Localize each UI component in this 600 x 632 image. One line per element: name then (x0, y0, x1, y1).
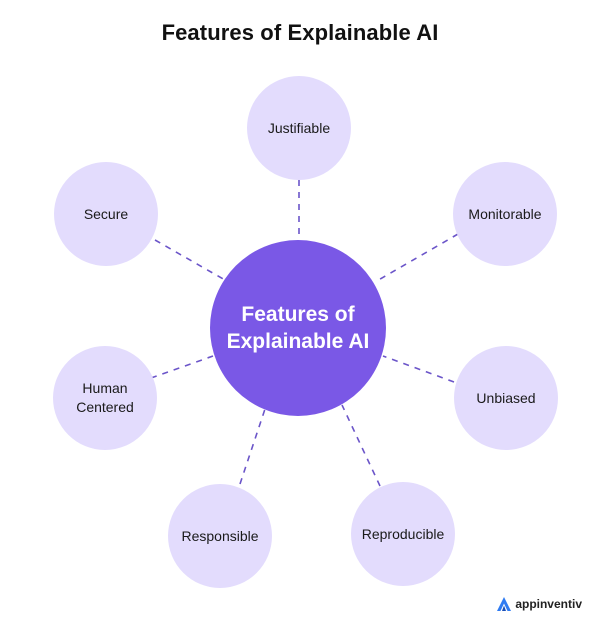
brand-logo: appinventiv (496, 596, 582, 612)
feature-node-responsible: Responsible (168, 484, 272, 588)
feature-node-secure: Secure (54, 162, 158, 266)
connector-reproducible (341, 404, 381, 487)
appinventiv-logo-icon (497, 597, 512, 611)
feature-label: Monitorable (468, 205, 542, 222)
feature-label: Secure (83, 205, 129, 222)
feature-node-human-centered: Human Centered (53, 346, 157, 450)
feature-label: Reproducible (361, 525, 445, 542)
connector-unbiased (382, 355, 455, 383)
diagram-title: Features of Explainable AI (161, 20, 439, 45)
feature-label: Responsible (181, 527, 259, 544)
center-node: Features of Explainable AI (210, 240, 386, 416)
feature-node-justifiable: Justifiable (247, 76, 351, 180)
feature-node-monitorable: Monitorable (453, 162, 557, 266)
feature-label: Justifiable (267, 119, 331, 136)
feature-node-unbiased: Unbiased (454, 346, 558, 450)
feature-node-reproducible: Reproducible (351, 482, 455, 586)
feature-label: Unbiased (476, 389, 536, 406)
center-label: Features of Explainable AI (226, 303, 370, 353)
connector-secure (154, 239, 226, 281)
feature-label: Human Centered (76, 380, 134, 415)
connector-responsible (239, 408, 266, 485)
connector-monitorable (374, 233, 459, 283)
logo-text: appinventiv (515, 597, 582, 611)
connector-human-centered (150, 355, 214, 379)
